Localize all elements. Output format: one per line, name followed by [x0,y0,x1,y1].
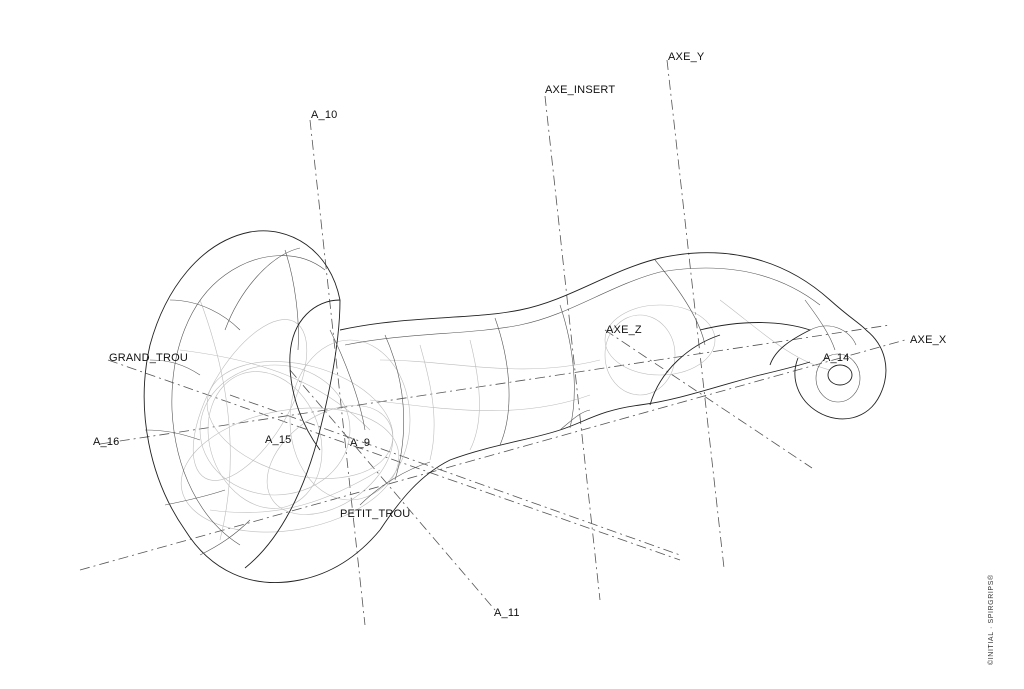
axis-line-z [604,329,813,469]
label-axe-y: AXE_Y [668,51,705,63]
label-a-9: A_9 [350,437,370,449]
label-a-10: A_10 [311,109,338,121]
axis-line-y [666,59,725,569]
label-axe-x: AXE_X [910,334,947,346]
axis-line-a15 [229,394,681,556]
label-axe-insert: AXE_INSERT [545,84,615,96]
hidden-lines [179,299,831,541]
copyright-credit: ©INITIAL · SPIRGRIPS® [987,574,995,665]
axis-line-a16 [99,324,891,445]
axis-lines [79,59,906,626]
axis-line-x [79,339,906,571]
axis-line-a10 [309,119,366,626]
grip-outline [143,230,887,583]
label-axe-z: AXE_Z [606,324,642,336]
label-grand-trou: GRAND_TROU [109,352,188,364]
axis-line-a11 [289,369,496,611]
label-a-14: A_14 [823,352,850,364]
label-petit-trou: PETIT_TROU [340,508,410,520]
axis-line-grand-trou [107,359,681,561]
label-a-11: A_11 [494,607,520,619]
drawing-labels: AXE_Y AXE_INSERT A_10 AXE_Z AXE_X A_14 G… [93,51,947,619]
axis-line-insert [544,95,601,601]
label-a-15: A_15 [265,434,292,446]
label-a-16: A_16 [93,436,120,448]
